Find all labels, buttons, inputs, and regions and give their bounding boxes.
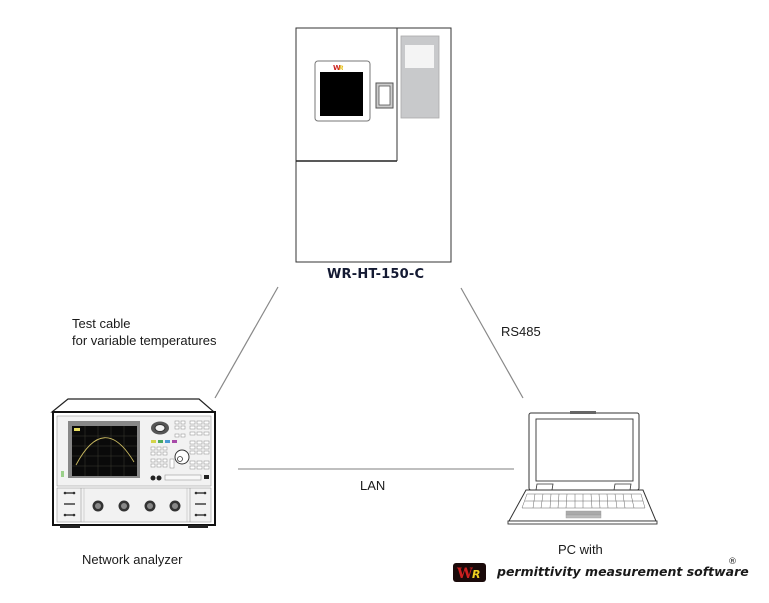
laptop-pc — [507, 411, 658, 525]
chamber-logo-r: R — [339, 65, 344, 72]
rs485-label: RS485 — [501, 324, 541, 339]
analyzer-ports — [92, 500, 181, 512]
pc-label: PC with — [558, 542, 603, 557]
chamber-model-label: WR-HT-150-C — [327, 267, 425, 282]
lan-label: LAN — [360, 478, 386, 493]
network-analyzer-label: Network analyzer — [82, 552, 183, 567]
network-analyzer-device — [50, 398, 216, 528]
rs485-line — [460, 287, 524, 399]
wr-logo-r: R — [472, 568, 480, 581]
temperature-chamber: W R — [295, 27, 452, 263]
wr-logo-w: W — [456, 566, 473, 582]
wr-logo-badge: W R — [453, 563, 486, 582]
test-cable-label-line2: for variable temperatures — [72, 333, 217, 348]
registered-mark: ® — [728, 557, 737, 567]
test-cable-label-line1: Test cable — [72, 316, 131, 331]
chamber-logo-w: W — [333, 64, 341, 72]
software-name-label: permittivity measurement software — [497, 564, 749, 579]
test-cable-line — [214, 286, 279, 399]
